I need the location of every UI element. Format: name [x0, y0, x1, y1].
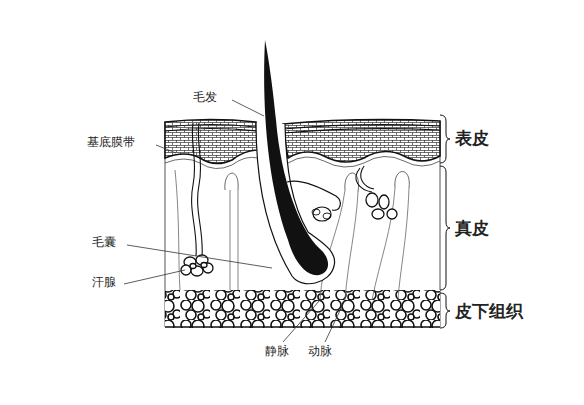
part-label: 毛囊 — [92, 236, 116, 249]
part-label: 静脉 — [265, 345, 289, 358]
part-label: 动脉 — [308, 345, 332, 358]
sweat-duct — [192, 123, 203, 256]
layer-label: 真皮 — [455, 219, 489, 238]
sebaceous-duct — [287, 181, 340, 210]
part-label: 毛发 — [193, 91, 217, 104]
layer-label: 表皮 — [455, 129, 489, 148]
fat-tissue — [165, 290, 440, 328]
stratum-corneum — [165, 125, 440, 134]
hair-shaft — [264, 40, 328, 275]
capillary-loop — [225, 172, 409, 193]
part-label: 基底膜带 — [87, 136, 135, 149]
sebaceous-lobe — [323, 213, 331, 219]
leader-line — [124, 100, 345, 342]
epidermis-right — [283, 120, 440, 163]
sweat-coil — [366, 193, 397, 219]
sebaceous-lobe — [312, 209, 320, 215]
layer-label: 皮下组织 — [455, 302, 523, 321]
part-label: 汗腺 — [92, 276, 116, 289]
layer-bracket — [440, 115, 450, 328]
sweat-duct — [356, 166, 374, 192]
sebaceous-gland — [313, 207, 331, 221]
basement-line — [165, 156, 440, 168]
fat-edge — [165, 326, 440, 328]
